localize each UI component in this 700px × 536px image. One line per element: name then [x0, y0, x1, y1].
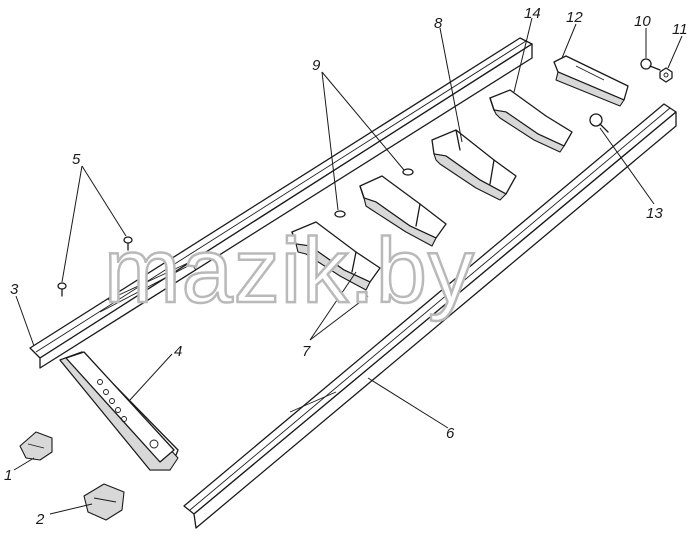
- callout-labels: 1 2 3 4 5 6 7 8 9 10 11 12 13 14: [4, 5, 688, 528]
- callout-5: 5: [72, 151, 81, 168]
- callout-6: 6: [446, 425, 455, 442]
- callout-10: 10: [634, 13, 651, 30]
- part-9-rivets: [334, 168, 414, 218]
- part-10-bolt: [640, 58, 661, 71]
- part-13-bolt: [589, 113, 609, 133]
- part-8-cross-member: [431, 129, 517, 201]
- callout-12: 12: [566, 9, 583, 26]
- watermark-text: mazik.by: [104, 220, 475, 322]
- callout-11: 11: [672, 21, 688, 38]
- callout-8: 8: [434, 15, 443, 32]
- part-6-right-side-member: [183, 103, 677, 529]
- part-2-bracket: [83, 483, 125, 521]
- part-11-nut: [659, 67, 673, 83]
- part-1-bracket: [19, 431, 53, 461]
- callout-2: 2: [35, 511, 45, 528]
- part-5-rivets: [57, 236, 133, 297]
- part-12-rear-bracket: [553, 55, 629, 107]
- leader-lines: [13, 17, 683, 515]
- callout-3: 3: [10, 281, 19, 298]
- callout-1: 1: [4, 467, 12, 484]
- callout-4: 4: [174, 343, 182, 360]
- callout-9: 9: [312, 57, 321, 74]
- callout-14: 14: [524, 5, 541, 22]
- part-14-rear-cross-member: [489, 89, 573, 153]
- part-4-front-cross-member: [59, 351, 179, 471]
- part-3-left-side-member: [29, 37, 533, 369]
- callout-13: 13: [646, 205, 663, 222]
- part-7-cross-member-b: [359, 175, 447, 247]
- callout-7: 7: [302, 343, 311, 360]
